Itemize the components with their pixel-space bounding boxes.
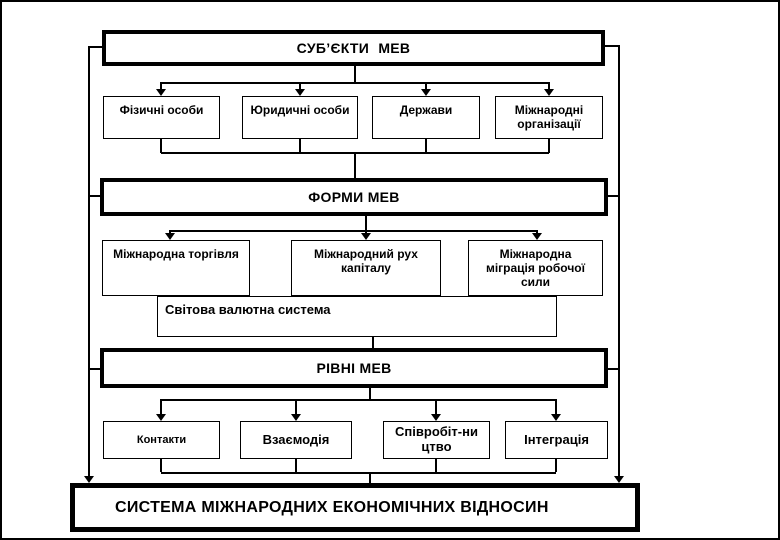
arrowhead-down-icon bbox=[544, 89, 554, 96]
arrowhead-down-icon bbox=[614, 476, 624, 483]
arrowhead-down-icon bbox=[551, 414, 561, 421]
connector-line bbox=[354, 152, 356, 178]
connector-line bbox=[88, 195, 100, 197]
arrowhead-down-icon bbox=[84, 476, 94, 483]
forms-header-box: ФОРМИ МЕВ bbox=[100, 178, 608, 216]
connector-line bbox=[425, 139, 427, 153]
connector-line bbox=[608, 368, 618, 370]
form-box-capital-movement: Міжнародний рух капіталу bbox=[291, 240, 441, 296]
level-box-cooperation: Співробіт-ни цтво bbox=[383, 421, 490, 459]
connector-line bbox=[548, 82, 550, 90]
connector-line bbox=[555, 459, 557, 472]
forms-header-label: ФОРМИ МЕВ bbox=[308, 189, 400, 205]
connector-line bbox=[299, 139, 301, 153]
connector-line bbox=[88, 46, 90, 476]
connector-line bbox=[365, 230, 367, 234]
connector-line bbox=[354, 66, 356, 82]
arrowhead-down-icon bbox=[421, 89, 431, 96]
connector-line bbox=[161, 82, 549, 84]
connector-line bbox=[88, 368, 100, 370]
form-box-international-trade: Міжнародна торгівля bbox=[102, 240, 250, 296]
connector-line bbox=[160, 459, 162, 472]
connector-line bbox=[369, 472, 371, 483]
connector-line bbox=[369, 388, 371, 399]
connector-line bbox=[555, 399, 557, 415]
connector-line bbox=[161, 472, 556, 474]
connector-line bbox=[536, 230, 538, 234]
connector-line bbox=[160, 139, 162, 153]
subjects-header-box: СУБ’ЄКТИ МЕВ bbox=[102, 30, 605, 66]
levels-header-label: РІВНІ МЕВ bbox=[316, 360, 392, 376]
connector-line bbox=[365, 216, 367, 230]
arrowhead-down-icon bbox=[165, 233, 175, 240]
world-currency-system-label: Світова валютна система bbox=[165, 302, 331, 317]
connector-line bbox=[295, 399, 297, 415]
connector-line bbox=[160, 82, 162, 90]
connector-line bbox=[435, 459, 437, 472]
system-result-box: СИСТЕМА МІЖНАРОДНИХ ЕКОНОМІЧНИХ ВІДНОСИН bbox=[70, 483, 640, 532]
form-box-labor-migration: Міжнародна міграція робочої сили bbox=[468, 240, 603, 296]
connector-line bbox=[170, 230, 537, 232]
arrowhead-down-icon bbox=[361, 233, 371, 240]
arrowhead-down-icon bbox=[431, 414, 441, 421]
connector-line bbox=[88, 46, 102, 48]
connector-line bbox=[160, 399, 162, 415]
connector-line bbox=[618, 45, 620, 476]
connector-line bbox=[295, 459, 297, 472]
subject-box-international-organizations: Міжнародні організації bbox=[495, 96, 603, 139]
arrowhead-down-icon bbox=[156, 414, 166, 421]
level-box-integration: Інтеграція bbox=[505, 421, 608, 459]
arrowhead-down-icon bbox=[156, 89, 166, 96]
system-result-label: СИСТЕМА МІЖНАРОДНИХ ЕКОНОМІЧНИХ ВІДНОСИН bbox=[115, 498, 549, 516]
subject-box-states: Держави bbox=[372, 96, 480, 139]
connector-line bbox=[548, 139, 550, 153]
connector-line bbox=[372, 337, 374, 348]
world-currency-system-box: Світова валютна система bbox=[157, 296, 557, 337]
subject-box-legal-entities: Юридичні особи bbox=[242, 96, 358, 139]
connector-line bbox=[169, 230, 171, 234]
arrowhead-down-icon bbox=[291, 414, 301, 421]
levels-header-box: РІВНІ МЕВ bbox=[100, 348, 608, 388]
connector-line bbox=[425, 82, 427, 90]
connector-line bbox=[299, 82, 301, 90]
connector-line bbox=[435, 399, 437, 415]
arrowhead-down-icon bbox=[295, 89, 305, 96]
level-box-contacts: Контакти bbox=[103, 421, 220, 459]
arrowhead-down-icon bbox=[532, 233, 542, 240]
level-box-interaction: Взаємодія bbox=[240, 421, 352, 459]
subjects-header-label: СУБ’ЄКТИ МЕВ bbox=[296, 40, 411, 56]
connector-line bbox=[605, 45, 618, 47]
connector-line bbox=[161, 399, 556, 401]
subject-box-individuals: Фізичні особи bbox=[103, 96, 220, 139]
connector-line bbox=[608, 195, 618, 197]
